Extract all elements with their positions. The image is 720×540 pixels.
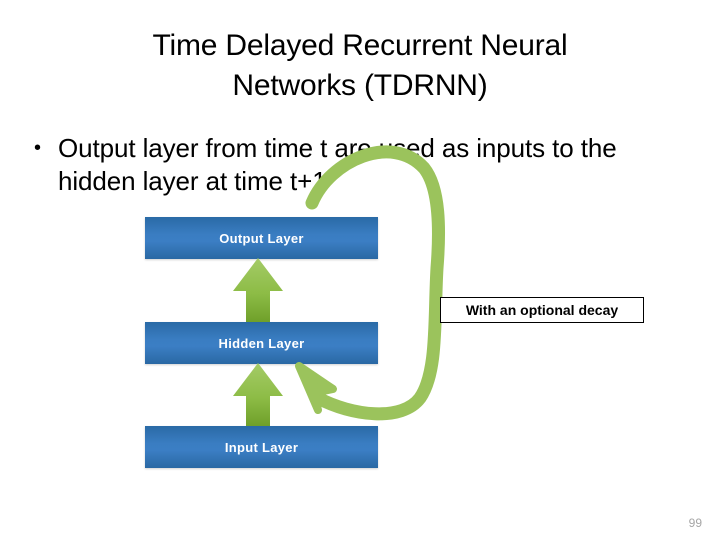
hidden-layer-label: Hidden Layer (218, 335, 305, 351)
input-layer-box: Input Layer (145, 426, 378, 468)
optional-decay-callout-label: With an optional decay (465, 302, 619, 318)
feedback-loop-arrowhead (295, 362, 337, 414)
bullet-item: • Output layer from time t are used as i… (34, 132, 684, 198)
hidden-to-output-arrow (233, 258, 283, 322)
input-to-hidden-arrow (233, 363, 283, 426)
page-title-line-1: Time Delayed Recurrent Neural (152, 29, 568, 62)
hidden-to-output-arrow-shape (233, 258, 283, 322)
bullet-marker-icon: • (34, 137, 42, 159)
input-to-hidden-arrow-shape (233, 363, 283, 426)
bullet-list: • Output layer from time t are used as i… (34, 132, 684, 198)
output-layer-box: Output Layer (145, 217, 378, 259)
page-title-line-2: Networks (TDRNN) (232, 69, 488, 102)
hidden-layer-box: Hidden Layer (145, 322, 378, 364)
bullet-text: Output layer from time t are used as inp… (58, 133, 617, 196)
page-title: Time Delayed Recurrent Neural Networks (… (40, 26, 680, 106)
input-layer-label: Input Layer (224, 439, 299, 455)
page-number: 99 (688, 516, 702, 530)
output-layer-label: Output Layer (219, 230, 304, 246)
optional-decay-callout: With an optional decay (440, 297, 644, 323)
